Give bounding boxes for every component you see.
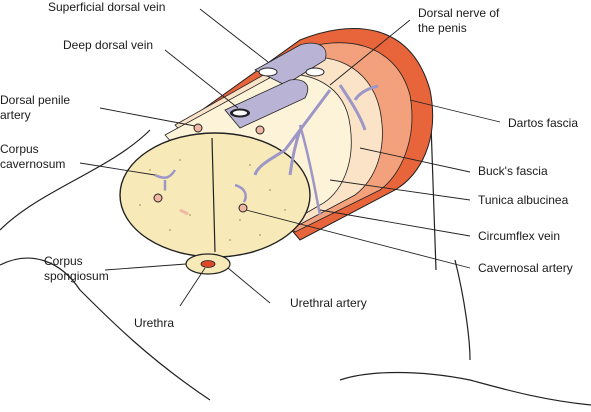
label-dorsal-penile-artery: Dorsal penile artery: [0, 93, 71, 122]
urethra-shape: [200, 260, 216, 268]
label-superficial-dorsal-vein: Superficial dorsal vein: [48, 0, 166, 14]
cavernosal-artery-left: [153, 193, 163, 203]
body-outline: [0, 94, 591, 406]
label-dorsal-nerve: Dorsal nerve of the penis: [418, 6, 500, 35]
label-urethral-artery: Urethral artery: [290, 296, 367, 310]
label-deep-dorsal-vein: Deep dorsal vein: [63, 38, 154, 52]
cavernosal-artery-right: [238, 203, 248, 213]
dorsal-artery-right: [255, 125, 265, 135]
label-urethra: Urethra: [134, 316, 175, 330]
leader-lines: [79, 8, 501, 307]
dorsal-artery-left: [193, 123, 203, 133]
label-corpus-spongiosum: Corpus spongiosum: [44, 254, 109, 283]
label-bucks-fascia: Buck's fascia: [478, 164, 548, 178]
label-cavernosal-artery: Cavernosal artery: [478, 261, 573, 275]
label-dartos-fascia: Dartos fascia: [508, 116, 579, 130]
label-tunica-albuginea: Tunica albucinea: [478, 193, 569, 207]
label-circumflex-vein: Circumflex vein: [478, 229, 561, 243]
label-corpus-cavernosum: Corpus cavernosum: [0, 142, 66, 171]
